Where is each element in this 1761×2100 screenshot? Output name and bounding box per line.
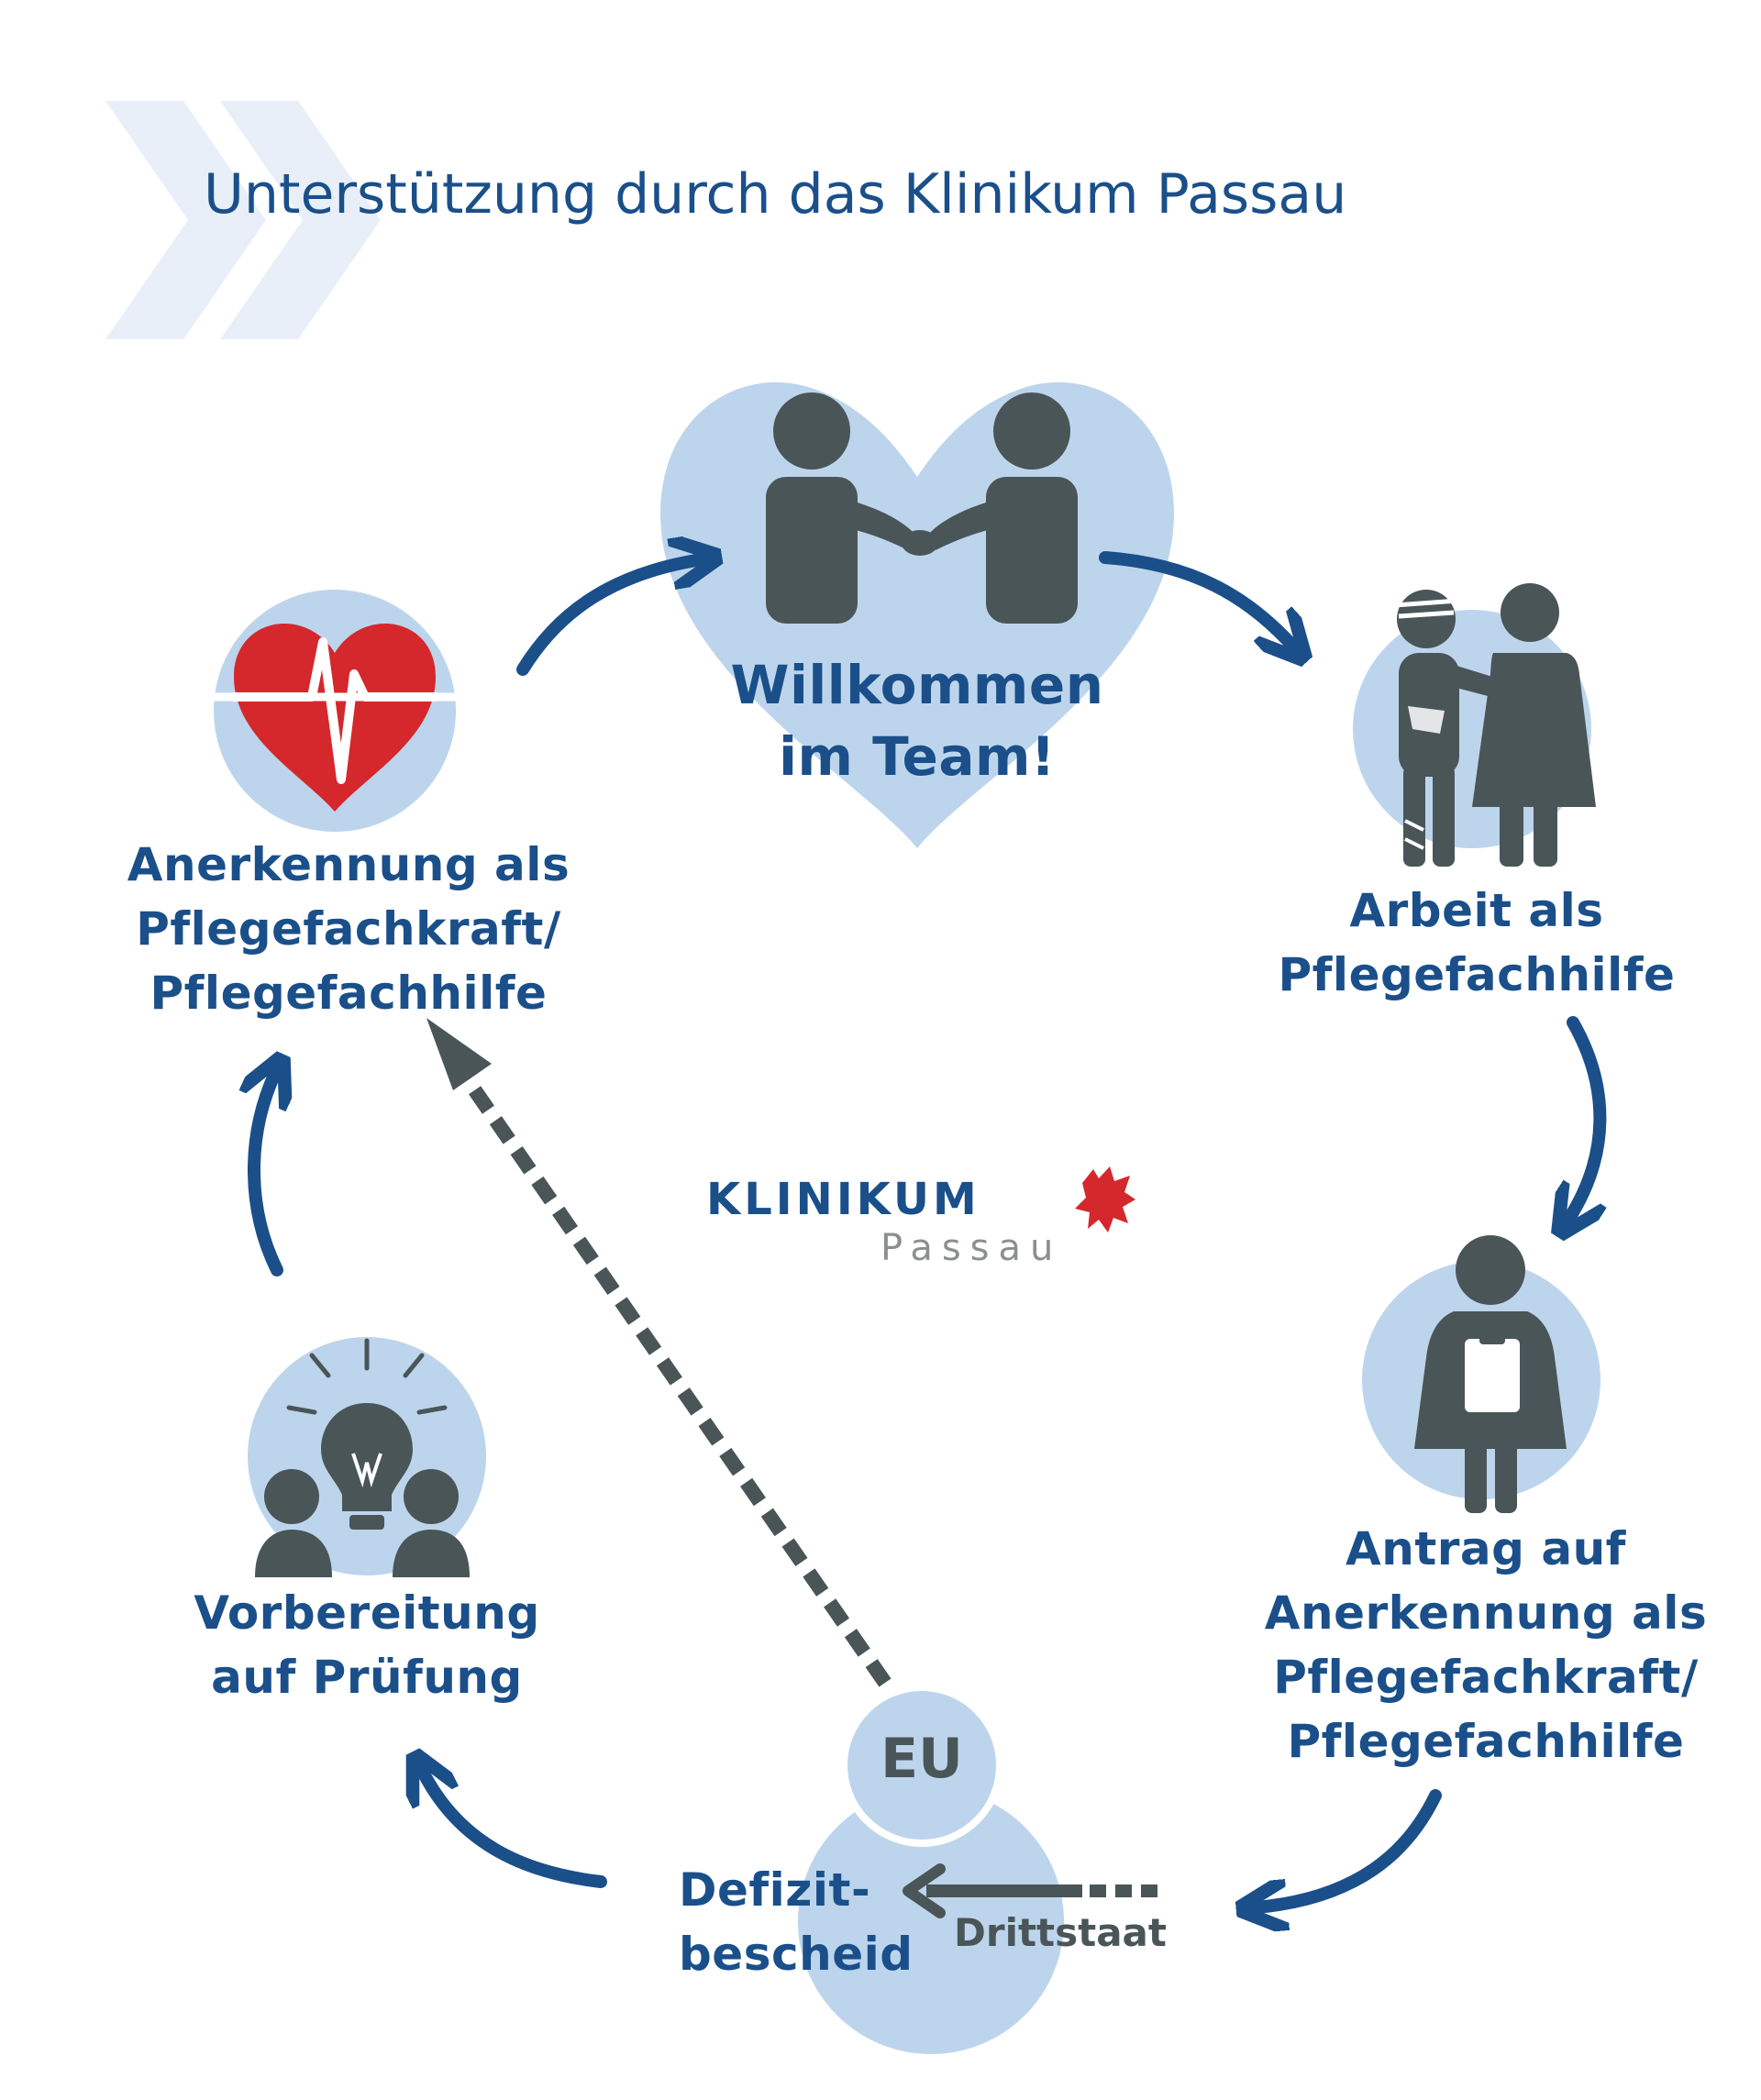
step-anerkennung-line: Anerkennung als [127, 838, 570, 891]
arrow-anerkennung-to-welcome [516, 559, 702, 676]
eu-badge: EU [880, 1727, 963, 1791]
step-welcome-label: Willkommen im Team! [697, 649, 1137, 792]
step-anerkennung-line: Pflegefachhilfe [150, 967, 548, 1020]
nurse-clipboard-icon [1362, 1235, 1600, 1513]
logo-city: Passau [880, 1227, 1063, 1269]
cycle-arrows [254, 558, 1600, 1907]
step-antrag-line: Pflegefachhilfe [1287, 1715, 1685, 1768]
page-title: Unterstützung durch das Klinikum Passau [204, 162, 1347, 227]
step-antrag-line: Antrag auf [1346, 1522, 1626, 1575]
arrow-antrag-to-defizit [1257, 1789, 1442, 1907]
step-antrag-line: Anerkennung als [1264, 1586, 1708, 1640]
lion-crest-icon [1075, 1166, 1135, 1232]
step-antrag-label: Antrag auf Anerkennung als Pflegefachkra… [1247, 1517, 1724, 1774]
step-welcome-line: im Team! [779, 725, 1056, 788]
step-anerkennung-label: Anerkennung als Pflegefachkraft/ Pflegef… [83, 833, 615, 1025]
step-vorbereitung-line: Vorbereitung [194, 1586, 540, 1640]
handshake-icon [766, 392, 1078, 624]
step-antrag-line: Pflegefachkraft/ [1273, 1651, 1699, 1704]
logo-name: KLINIKUM [706, 1174, 980, 1225]
step-defizit-line: bescheid [679, 1928, 914, 1981]
arrow-defizit-to-vorbereitung [422, 1770, 607, 1888]
step-arbeit-line: Arbeit als [1349, 884, 1604, 937]
step-anerkennung-line: Pflegefachkraft/ [136, 902, 561, 956]
drittstaat-label: Drittstaat [954, 1910, 1167, 1955]
heart-rate-icon [214, 590, 456, 832]
step-vorbereitung-label: Vorbereitung auf Prüfung [165, 1581, 569, 1709]
step-defizit-label: Defizit- bescheid [679, 1858, 917, 1986]
arrow-welcome-to-arbeit [1099, 551, 1293, 647]
step-vorbereitung-line: auf Prüfung [211, 1651, 523, 1704]
patient-caregiver-icon [1353, 583, 1596, 867]
arrow-arbeit-to-antrag [1568, 1016, 1600, 1220]
step-defizit-line: Defizit- [679, 1863, 871, 1917]
arrow-vorbereitung-to-anerkennung [254, 1073, 277, 1277]
eu-direct-arrow [426, 1018, 892, 1687]
lightbulb-people-icon [248, 1337, 486, 1577]
step-arbeit-label: Arbeit als Pflegefachhilfe [1238, 879, 1715, 1007]
drittstaat-arrow [903, 1863, 1157, 1918]
defizit-bubble [798, 1684, 1064, 2054]
chevron-double-icon [105, 101, 381, 339]
step-arbeit-line: Pflegefachhilfe [1278, 948, 1676, 1001]
step-welcome-line: Willkommen [730, 654, 1104, 716]
